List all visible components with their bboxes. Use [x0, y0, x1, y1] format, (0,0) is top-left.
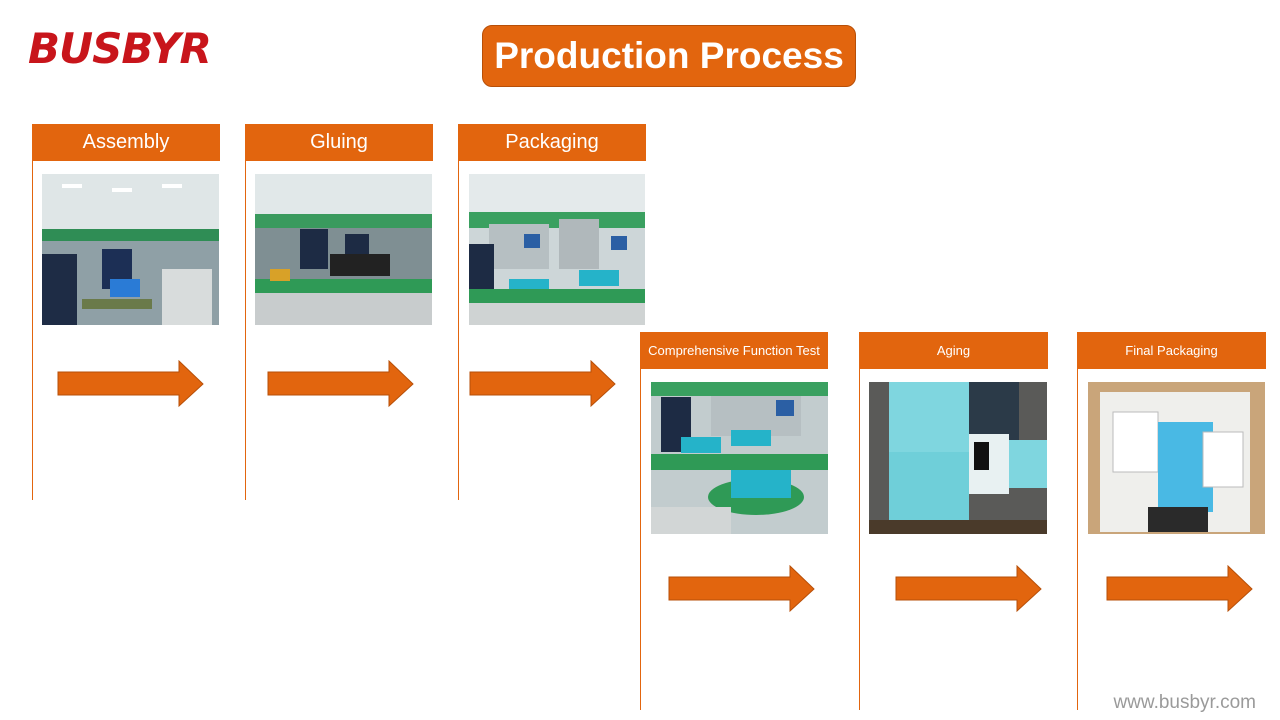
step-divider-line	[245, 124, 246, 500]
arrow-right-icon	[57, 360, 204, 408]
function-test-photo	[651, 382, 828, 534]
step-header-gluing: Gluing	[245, 124, 433, 161]
arrow-right-icon	[267, 360, 414, 408]
step-divider-line	[640, 332, 641, 710]
arrow-right-icon	[469, 360, 616, 408]
website-url: www.busbyr.com	[1113, 692, 1256, 713]
arrow-right-icon	[895, 565, 1042, 613]
step-header-assembly: Assembly	[32, 124, 220, 161]
step-header-final-packaging: Final Packaging	[1077, 332, 1266, 369]
step-header-function-test: Comprehensive Function Test	[640, 332, 828, 369]
busbyr-logo: BUSBYR	[28, 24, 212, 73]
step-divider-line	[1077, 332, 1078, 710]
step-divider-line	[458, 124, 459, 500]
step-divider-line	[32, 124, 33, 500]
packaging-line-photo	[469, 174, 645, 325]
aging-rack-photo	[869, 382, 1047, 534]
arrow-right-icon	[1106, 565, 1253, 613]
arrow-right-icon	[668, 565, 815, 613]
factory-assembly-line-photo	[42, 174, 219, 325]
step-header-packaging: Packaging	[458, 124, 646, 161]
step-header-aging: Aging	[859, 332, 1048, 369]
gluing-station-photo	[255, 174, 432, 325]
page-title: Production Process	[482, 25, 856, 87]
step-divider-line	[859, 332, 860, 710]
boxed-product-photo	[1088, 382, 1265, 534]
